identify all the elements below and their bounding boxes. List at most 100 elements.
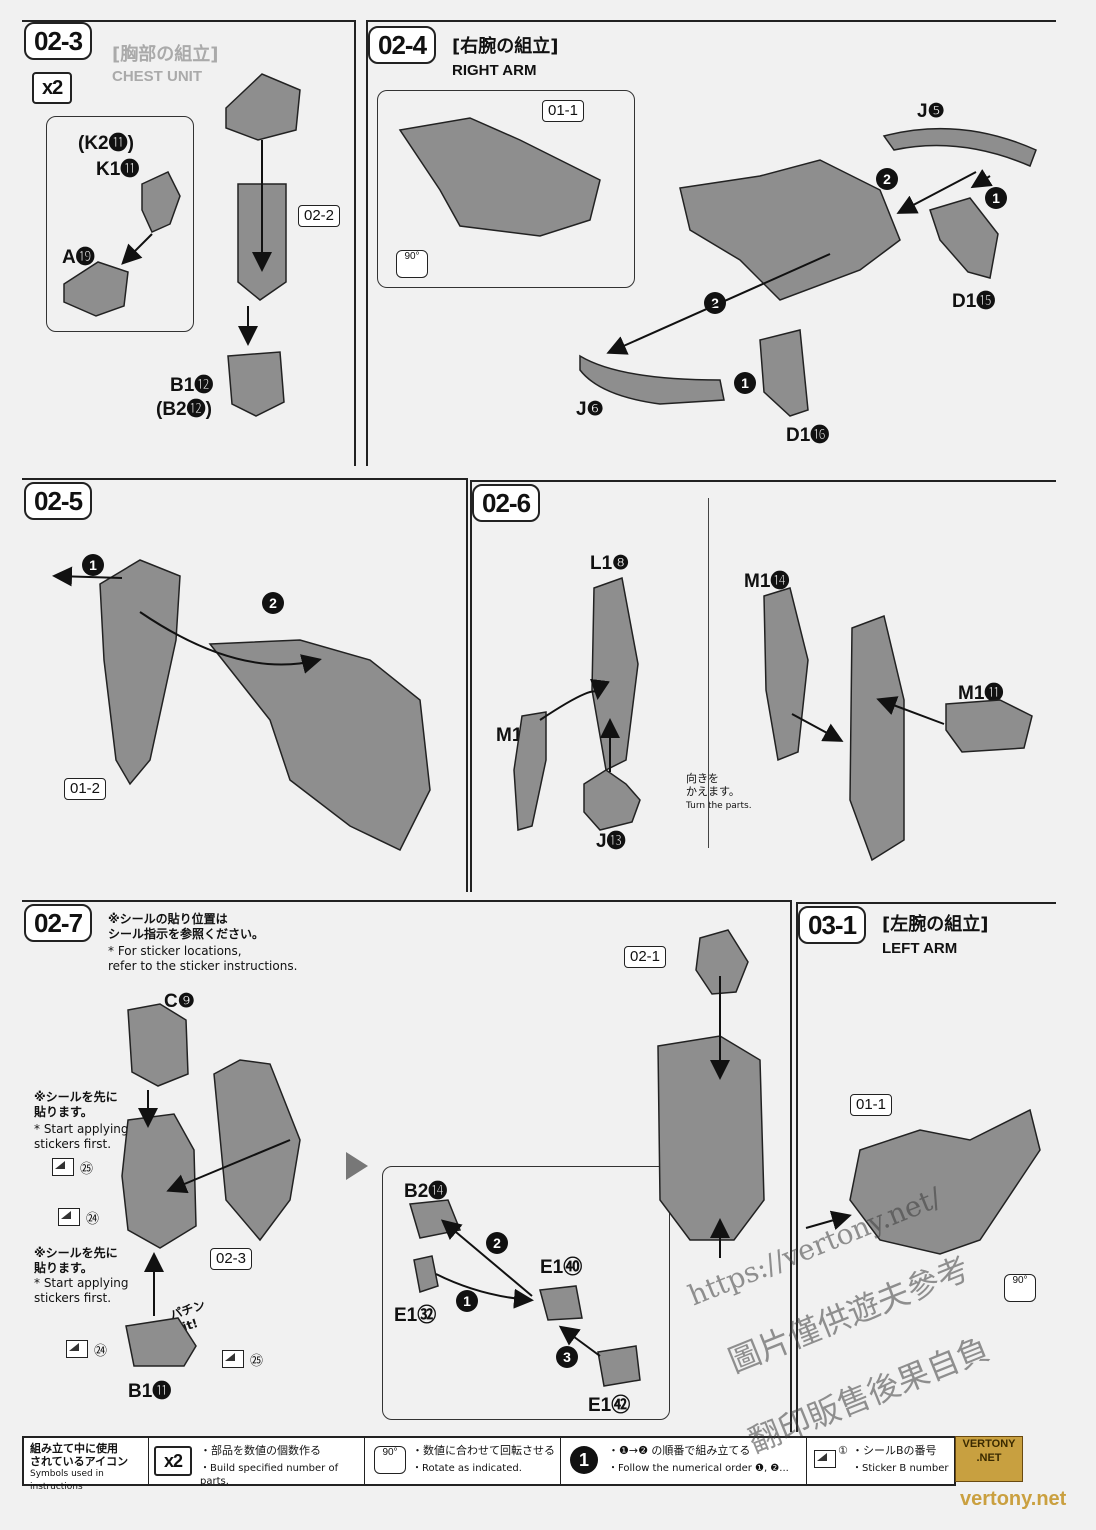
sticker-location-note-jp: ※シールの貼り位置は シール指示を参照ください。 — [108, 912, 265, 941]
right-arm-detail — [398, 117, 601, 237]
legend-quantity-en: ・Build specified number of parts. — [200, 1463, 339, 1487]
panel-02-6 — [470, 480, 1056, 892]
legend-order-jp: ・❶→❷ の順番で組み立てる — [608, 1444, 751, 1457]
assembly-arrow — [791, 713, 844, 742]
step-label-02-3: 02-3 — [24, 22, 93, 60]
legend-rotate-icon: 90° — [374, 1446, 406, 1474]
e1-40-part — [539, 1285, 583, 1321]
part-j5: J❺ — [917, 101, 945, 122]
panel-03-1 — [796, 902, 1056, 1432]
next-step-arrow-icon — [346, 1152, 368, 1180]
part-d1-15: D1⓯ — [952, 291, 996, 312]
legend-order-cell: 1 ・❶→❷ の順番で組み立てる ・Follow the numerical o… — [560, 1438, 807, 1484]
quantity-x2-badge: x2 — [32, 72, 73, 104]
sticker-number-24: ㉔ — [86, 1212, 100, 1227]
subassembly-box — [46, 116, 194, 332]
step-label-02-5: 02-5 — [24, 482, 93, 520]
assembly-arrow — [606, 253, 831, 355]
left-arm-title-en: LEFT ARM — [882, 940, 958, 957]
sticker-number-24: ㉔ — [94, 1344, 108, 1359]
d16-part — [759, 329, 809, 417]
stickers-first-note-en-1: * Start applying stickers first. — [34, 1122, 129, 1151]
b2-14-part — [409, 1199, 462, 1239]
turn-parts-note-jp: 向きを かえます。 — [686, 772, 740, 798]
ref-02-1: 02-1 — [624, 946, 667, 968]
subassembly-box-2 — [382, 1166, 670, 1420]
legend-title-jp: 組み立て中に使用 されているアイコン — [30, 1442, 129, 1468]
legend-sticker-jp: ・シールBの番号 — [852, 1444, 937, 1457]
ref-02-2: 02-2 — [298, 205, 341, 227]
part-b1-12: B1⓬ — [170, 375, 214, 396]
legend-sticker-icon — [814, 1450, 836, 1468]
right-arm-title-en: RIGHT ARM — [452, 62, 537, 79]
assembly-arrow — [435, 1273, 534, 1309]
chest-unit-title-jp: [胸部の組立] — [112, 44, 219, 65]
chest-unit-title-en: CHEST UNIT — [112, 68, 202, 85]
ref-01-1-right: 01-1 — [542, 100, 585, 122]
panel-02-5 — [22, 478, 468, 892]
upper-arm-02-7 — [657, 1035, 765, 1241]
icon-legend: 組み立て中に使用 されているアイコン Symbols used in instr… — [22, 1436, 956, 1492]
b1-part — [227, 351, 285, 417]
part-d1-16: D1⓰ — [786, 425, 830, 446]
m1-12-part — [513, 711, 547, 831]
m1-14-part — [763, 587, 809, 762]
stickers-first-note-jp-1: ※シールを先に 貼ります。 — [34, 1090, 118, 1119]
vertony-logo: VERTONY .NET — [955, 1436, 1023, 1482]
part-k1-11: K1⓫ — [96, 159, 140, 180]
turn-parts-note-en: Turn the parts. — [686, 801, 752, 811]
legend-quantity-cell: x2 ・部品を数値の個数作る ・Build specified number o… — [148, 1438, 365, 1487]
part-e1-42: E1㊷ — [588, 1395, 631, 1416]
shoulder-joint-02-1 — [695, 929, 749, 995]
step-label-03-1: 03-1 — [798, 906, 867, 944]
step-2-icon: 2 — [486, 1232, 508, 1254]
legend-title-cell: 組み立て中に使用 されているアイコン Symbols used in instr… — [24, 1438, 149, 1492]
watermark-site: vertony.net — [960, 1488, 1067, 1510]
step-label-02-4: 02-4 — [368, 26, 437, 64]
legend-x2-icon: x2 — [154, 1446, 193, 1476]
chest-top-part — [225, 73, 301, 141]
right-arm-main — [679, 159, 901, 301]
panel-02-4 — [366, 20, 1056, 466]
m1-11-part — [945, 699, 1033, 753]
assembly-arrow — [876, 696, 945, 725]
k1-part — [141, 171, 181, 233]
inner-frame-part — [849, 614, 905, 862]
sticker-number-25: ㉕ — [250, 1354, 264, 1369]
ref-01-2: 01-2 — [64, 778, 107, 800]
step-1-icon: 1 — [985, 187, 1007, 209]
sticker-number-25: ㉕ — [80, 1162, 94, 1177]
part-b2-14: B2⓮ — [404, 1181, 448, 1202]
j6-armor — [579, 354, 725, 405]
part-e1-32: E1㉜ — [394, 1305, 437, 1326]
part-m1-14: M1⓮ — [744, 571, 790, 592]
assembly-arrow — [52, 566, 123, 587]
step-label-02-7: 02-7 — [24, 904, 93, 942]
right-arm-detail-box — [377, 90, 635, 288]
sticker-icon — [58, 1208, 80, 1226]
step-1-icon: 1 — [734, 372, 756, 394]
j5-armor — [882, 127, 1037, 167]
legend-sticker-num: ① — [838, 1444, 848, 1457]
step-1-icon: 1 — [82, 554, 104, 576]
left-arm-title-jp: [左腕の組立] — [882, 914, 989, 935]
legend-rotate-jp: ・数値に合わせて回転させる — [412, 1444, 555, 1457]
ref-01-1-left: 01-1 — [850, 1094, 893, 1116]
stickers-first-note-jp-2: ※シールを先に 貼ります。 — [34, 1246, 118, 1275]
step-2-icon: 2 — [262, 592, 284, 614]
legend-rotate-en: ・Rotate as indicated. — [412, 1463, 522, 1474]
sticker-icon — [52, 1158, 74, 1176]
assembly-arrow — [558, 1325, 601, 1357]
assembly-arrow — [121, 233, 153, 265]
part-b2-12: (B2⓬) — [156, 399, 212, 420]
step-2-icon: 2 — [876, 168, 898, 190]
e1-32-part — [413, 1255, 439, 1293]
arm-02-7 — [213, 1059, 301, 1242]
e1-42-part — [597, 1345, 641, 1387]
armor-01-2 — [99, 559, 181, 786]
part-j-13: J⓭ — [596, 831, 626, 852]
legend-order-en: ・Follow the numerical order ❶, ❷... — [608, 1463, 789, 1474]
a19-part — [63, 261, 129, 317]
arm-assembly-02-5 — [208, 639, 431, 851]
